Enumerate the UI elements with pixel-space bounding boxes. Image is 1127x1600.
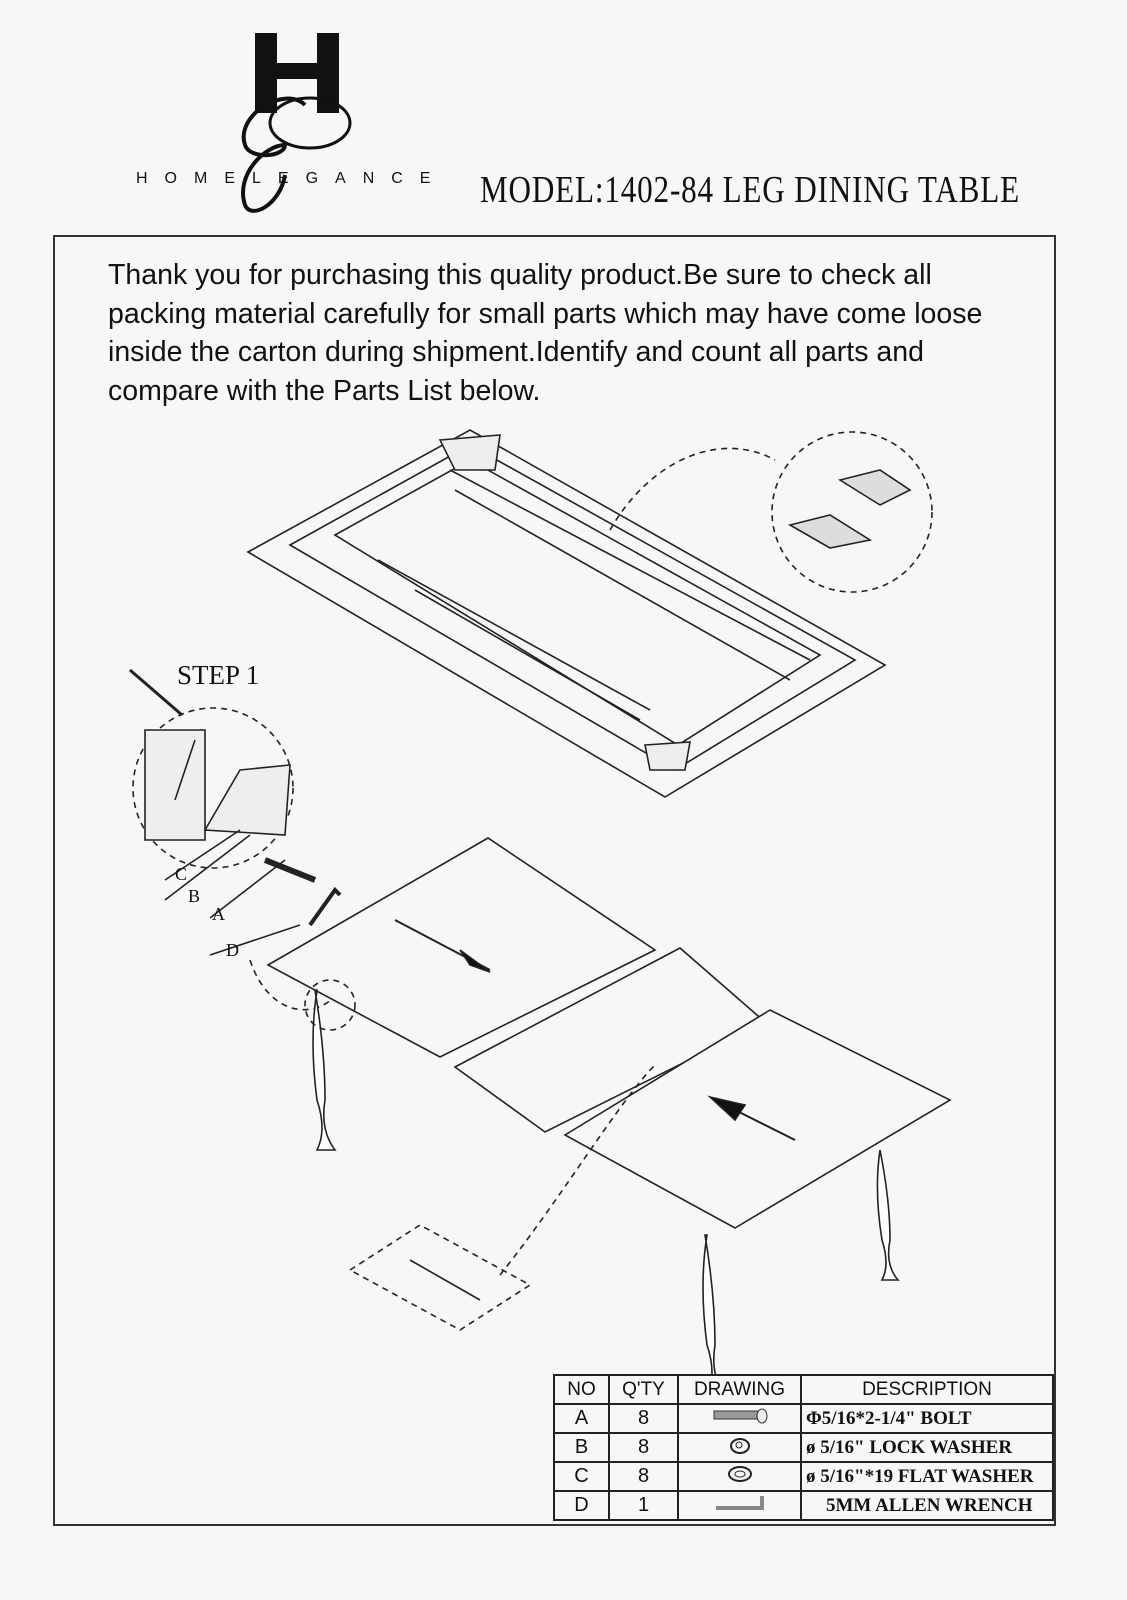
part-description: Φ5/16*2-1/4" BOLT <box>800 1403 1054 1434</box>
table-row: D 1 5MM ALLEN WRENCH <box>553 1490 1054 1521</box>
table-row: B 8 ø 5/16" LOCK WASHER <box>553 1432 1054 1463</box>
table-leg <box>312 989 337 1151</box>
part-qty: 8 <box>608 1461 679 1492</box>
header-no: NO <box>553 1374 610 1405</box>
allen-wrench-icon <box>677 1490 802 1521</box>
table-top-drawing <box>266 837 952 1396</box>
part-description: ø 5/16" LOCK WASHER <box>800 1432 1054 1463</box>
part-no: D <box>553 1490 610 1521</box>
part-no: B <box>553 1432 610 1463</box>
callout-a: A <box>212 904 225 924</box>
detail-circle-leg-bracket <box>132 707 294 869</box>
table-leg <box>876 1149 900 1281</box>
part-qty: 8 <box>608 1432 679 1463</box>
part-qty: 1 <box>608 1490 679 1521</box>
page-title: MODEL:1402-84 LEG DINING TABLE <box>480 169 1020 211</box>
callout-d: D <box>226 940 239 960</box>
table-row: A 8 Φ5/16*2-1/4" BOLT <box>553 1403 1054 1434</box>
header-description: DESCRIPTION <box>800 1374 1054 1405</box>
part-description: ø 5/16"*19 FLAT WASHER <box>800 1461 1054 1492</box>
detail-leaf-pin <box>348 1224 532 1331</box>
callout-b: B <box>188 886 201 906</box>
detail-circle-latch <box>771 431 933 593</box>
header-drawing: DRAWING <box>677 1374 802 1405</box>
parts-list-table: NO Q'TY DRAWING DESCRIPTION A 8 Φ5/16*2-… <box>553 1374 1054 1521</box>
step-label: STEP 1 <box>177 660 260 690</box>
table-header-row: NO Q'TY DRAWING DESCRIPTION <box>553 1374 1054 1405</box>
header-qty: Q'TY <box>608 1374 679 1405</box>
table-row: C 8 ø 5/16"*19 FLAT WASHER <box>553 1461 1054 1492</box>
lock-washer-icon <box>677 1432 802 1463</box>
instruction-panel <box>53 235 1056 1526</box>
table-underside-drawing <box>246 429 887 798</box>
callout-c: C <box>175 864 188 884</box>
part-no: C <box>553 1461 610 1492</box>
bolt-icon <box>677 1403 802 1434</box>
homelegance-logo <box>241 33 352 213</box>
table-leg <box>702 1234 727 1396</box>
part-qty: 8 <box>608 1403 679 1434</box>
part-no: A <box>553 1403 610 1434</box>
intro-text: Thank you for purchasing this quality pr… <box>108 259 983 407</box>
flat-washer-icon <box>677 1461 802 1492</box>
part-description: 5MM ALLEN WRENCH <box>800 1490 1054 1521</box>
brand-name: HOMELEGANCE <box>136 170 448 187</box>
